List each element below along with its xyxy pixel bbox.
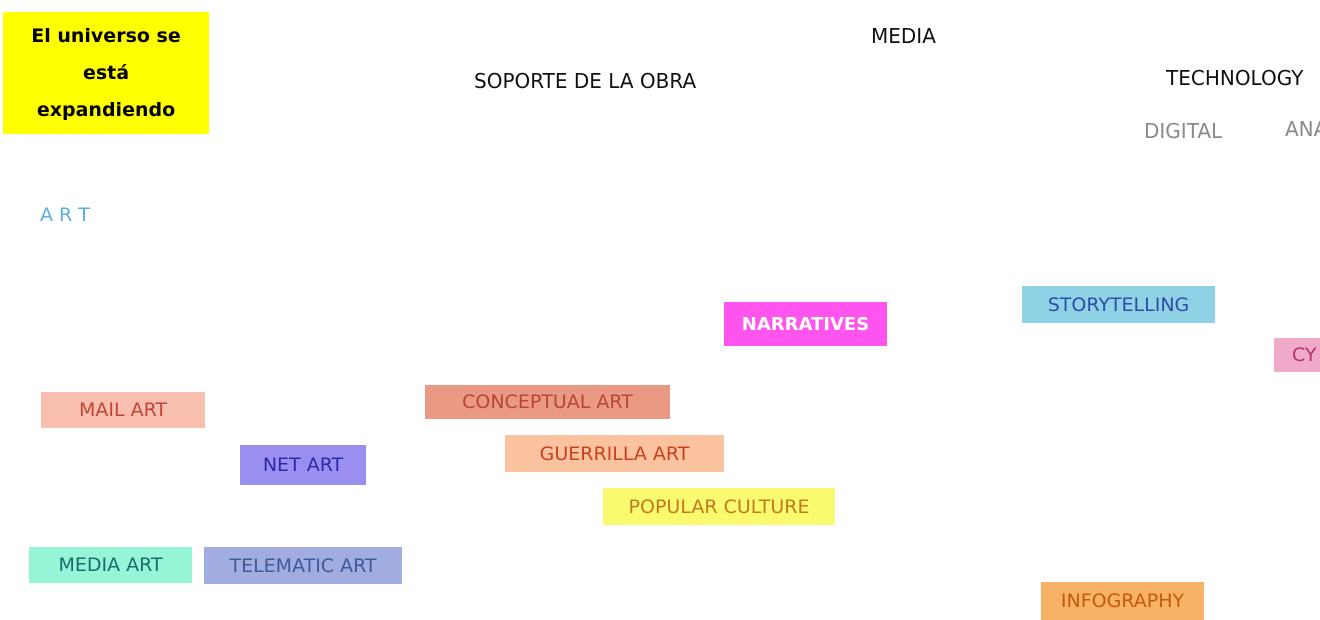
digital-heading: DIGITAL [1144, 119, 1223, 143]
title-line-2: está [82, 61, 130, 84]
storytelling-label: STORYTELLING [1047, 293, 1190, 316]
narratives-label: NARRATIVES [741, 313, 870, 335]
analog-heading: ANA [1285, 117, 1320, 141]
guerrilla-art-tag: GUERRILLA ART [505, 435, 724, 472]
net-art-tag: NET ART [240, 445, 366, 485]
title-box: El universo se está expandiendo [3, 12, 209, 134]
title-line-1: El universo se [31, 24, 181, 47]
media-art-label: MEDIA ART [58, 554, 163, 576]
mail-art-tag: MAIL ART [41, 392, 205, 428]
media-heading: MEDIA [871, 24, 936, 48]
infography-tag: INFOGRAPHY [1041, 582, 1204, 620]
storytelling-tag: STORYTELLING [1022, 286, 1215, 323]
telematic-art-label: TELEMATIC ART [229, 554, 377, 577]
popular-culture-label: POPULAR CULTURE [628, 495, 810, 518]
conceptual-art-label: CONCEPTUAL ART [462, 391, 633, 413]
conceptual-art-tag: CONCEPTUAL ART [425, 385, 670, 419]
technology-heading: TECHNOLOGY [1166, 66, 1304, 90]
media-art-tag: MEDIA ART [29, 547, 192, 583]
guerrilla-art-label: GUERRILLA ART [539, 442, 690, 465]
soporte-heading: SOPORTE DE LA OBRA [474, 69, 697, 93]
narratives-tag: NARRATIVES [724, 302, 887, 346]
mail-art-label: MAIL ART [78, 399, 168, 421]
net-art-label: NET ART [262, 454, 344, 476]
cy-tag: CY [1274, 338, 1320, 372]
title-line-3: expandiendo [36, 98, 176, 121]
art-heading: A R T [40, 204, 90, 226]
infography-label: INFOGRAPHY [1060, 590, 1185, 612]
cy-label: CY [1292, 344, 1317, 366]
popular-culture-tag: POPULAR CULTURE [603, 488, 835, 525]
telematic-art-tag: TELEMATIC ART [204, 547, 402, 584]
